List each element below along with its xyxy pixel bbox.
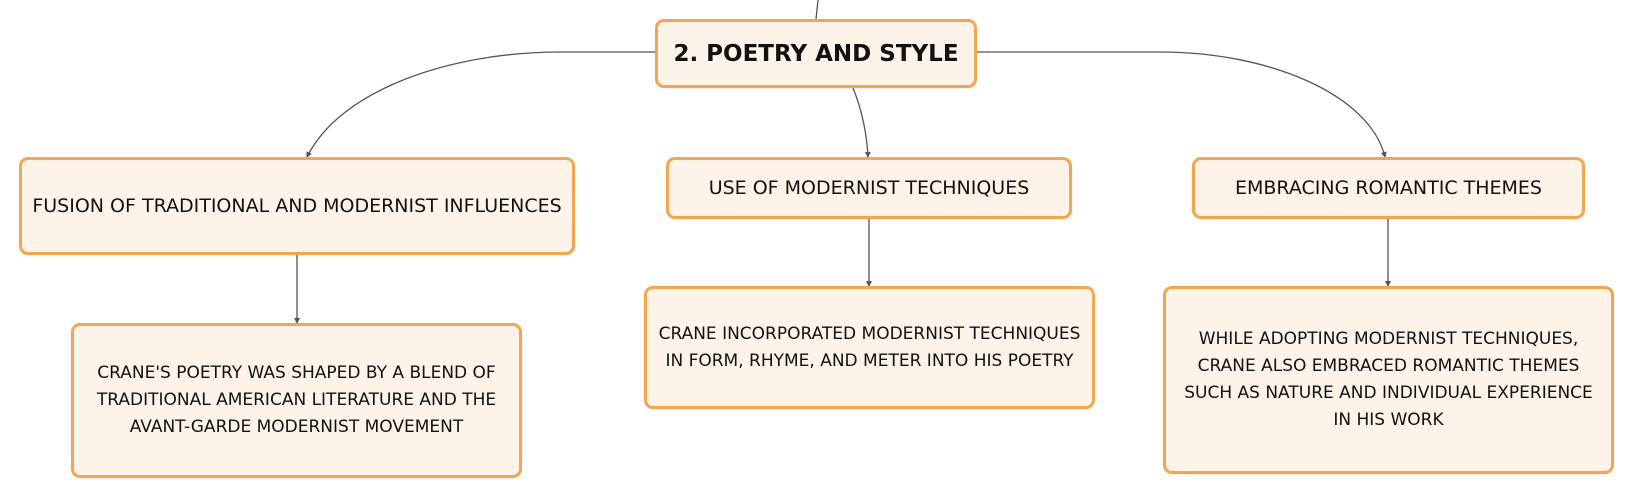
branch-node-label: FUSION OF TRADITIONAL AND MODERNIST INFL… xyxy=(32,195,562,217)
detail-node-romantic-themes[interactable]: WHILE ADOPTING MODERNIST TECHNIQUES, CRA… xyxy=(1163,286,1614,474)
connector-root-to-branch-3 xyxy=(977,51,1387,158)
detail-node-traditional-modernist[interactable]: CRANE'S POETRY WAS SHAPED BY A BLEND OF … xyxy=(71,323,522,478)
detail-node-text: CRANE'S POETRY WAS SHAPED BY A BLEND OF … xyxy=(96,363,497,437)
branch-node-label: EMBRACING ROMANTIC THEMES xyxy=(1234,177,1542,199)
connector-root-to-branch-1 xyxy=(306,51,655,158)
branch-node-traditional-modernist[interactable]: FUSION OF TRADITIONAL AND MODERNIST INFL… xyxy=(19,157,575,255)
detail-node-text: CRANE INCORPORATED MODERNIST TECHNIQUES … xyxy=(658,323,1081,371)
branch-node-romantic-themes[interactable]: EMBRACING ROMANTIC THEMES xyxy=(1192,157,1585,219)
branch-node-modernist-techniques[interactable]: USE OF MODERNIST TECHNIQUES xyxy=(666,157,1072,219)
connector-root-to-branch-2 xyxy=(852,87,871,158)
root-node[interactable]: 2. POETRY AND STYLE xyxy=(655,19,977,88)
branch-node-label: USE OF MODERNIST TECHNIQUES xyxy=(708,177,1030,199)
connector-from-parent xyxy=(815,0,819,20)
detail-node-text: WHILE ADOPTING MODERNIST TECHNIQUES, CRA… xyxy=(1184,329,1593,430)
detail-node-modernist-techniques[interactable]: CRANE INCORPORATED MODERNIST TECHNIQUES … xyxy=(644,286,1095,409)
root-node-label: 2. POETRY AND STYLE xyxy=(673,40,959,67)
